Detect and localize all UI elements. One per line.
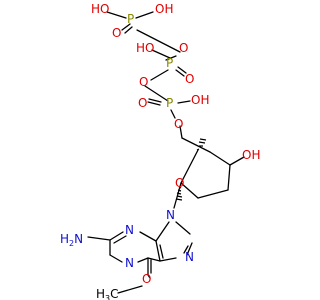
methyl-label-subscript: 3 [105, 294, 110, 300]
bond-lines [87, 11, 245, 294]
hydroxyl-label-p2: HO [136, 41, 154, 55]
methyl-label-c: C [110, 287, 118, 300]
oxygen-label-sugar-ring: O [175, 176, 184, 190]
molecule-structure-diagram: HO P OH O O HO P O O P O OH O OH O N N N… [60, 2, 260, 300]
amino-label-n: N [74, 232, 83, 246]
methyl-label-h: H [96, 287, 105, 300]
amino-label-subscript: 2 [69, 239, 74, 248]
nitrogen-label-n9: N [166, 208, 175, 222]
oxygen-label-p1-double: O [112, 26, 121, 40]
phosphorus-label-p1: P [127, 12, 134, 26]
methyl-label: H3C [96, 287, 119, 300]
oxygen-label-p1-p2-bridge: O [179, 41, 188, 55]
hydroxyl-label-p3: OH [191, 93, 209, 107]
stereo-hash-wedge-1prime [175, 186, 183, 201]
amino-label: H2N [60, 232, 83, 248]
oxygen-label-methoxy: O [142, 272, 151, 286]
stereo-hash-wedge-4prime [196, 138, 207, 151]
hydroxyl-label-3prime: OH [242, 148, 260, 162]
phosphorus-label-p2: P [166, 56, 173, 70]
amino-label-h: H [60, 232, 69, 246]
oxygen-label-p2-double: O [185, 72, 194, 86]
oxygen-label-ester: O [174, 117, 183, 131]
nitrogen-label-n3: N [125, 223, 134, 237]
oxygen-label-p3-double: O [138, 96, 147, 110]
nitrogen-label-n1: N [125, 256, 134, 270]
oxygen-label-p2-p3-bridge: O [139, 75, 148, 89]
atom-labels: HO P OH O O HO P O O P O OH O OH O N N N… [60, 2, 260, 300]
nitrogen-label-n7: N [185, 250, 194, 264]
hydroxyl-label-p1-left: HO [91, 2, 109, 16]
hydroxyl-label-p1-right: OH [155, 2, 173, 16]
phosphorus-label-p3: P [166, 96, 173, 110]
